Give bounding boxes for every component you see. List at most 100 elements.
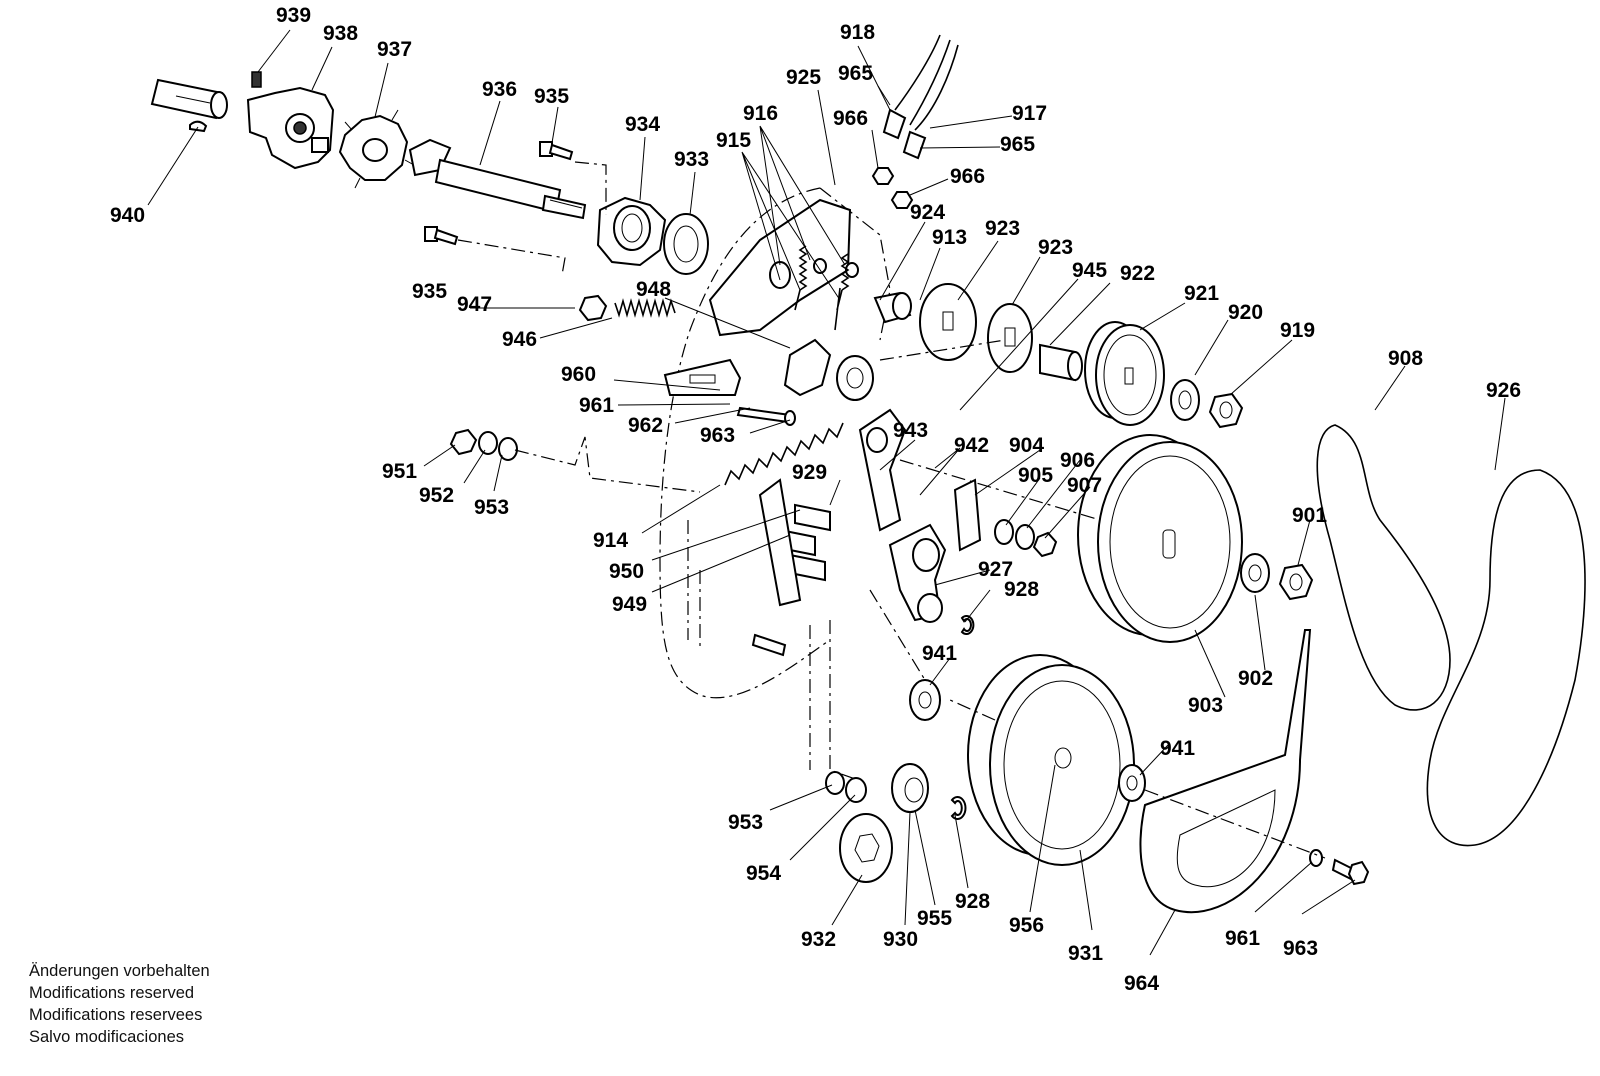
callout-923: 923 xyxy=(985,217,1020,240)
callout-952: 952 xyxy=(419,484,454,507)
washer-part xyxy=(1309,849,1323,867)
plate-washer-part xyxy=(919,283,1033,373)
callout-965: 965 xyxy=(838,62,873,85)
callout-961: 961 xyxy=(1225,927,1260,950)
notice-line-es: Salvo modificaciones xyxy=(29,1028,184,1046)
callout-935: 935 xyxy=(412,280,447,303)
callout-960: 960 xyxy=(561,363,596,386)
callout-946: 946 xyxy=(502,328,537,351)
washer-part xyxy=(1240,553,1270,593)
bearing-part xyxy=(663,213,709,275)
bolt-part xyxy=(751,633,787,657)
gear-part xyxy=(825,763,967,883)
bolt-part xyxy=(736,406,796,426)
bolt-part xyxy=(1331,858,1370,886)
shaft-sleeve-part xyxy=(150,78,228,133)
belt-part xyxy=(1426,469,1586,847)
callout-920: 920 xyxy=(1228,301,1263,324)
nut-part xyxy=(1278,563,1314,601)
callout-913: 913 xyxy=(932,226,967,249)
modifications-notice: Änderungen vorbehalten Modifications res… xyxy=(29,960,210,1048)
callout-956: 956 xyxy=(1009,914,1044,937)
nut-part xyxy=(578,294,608,322)
callout-935: 935 xyxy=(534,85,569,108)
callout-924: 924 xyxy=(910,201,945,224)
callout-955: 955 xyxy=(917,907,952,930)
callout-948: 948 xyxy=(636,278,671,301)
callout-951: 951 xyxy=(382,460,417,483)
callout-921: 921 xyxy=(1184,282,1219,305)
lever-part xyxy=(663,358,742,396)
callout-919: 919 xyxy=(1280,319,1315,342)
washer-part xyxy=(909,679,941,721)
bearing-flange-part xyxy=(596,196,667,267)
tension-arm-part xyxy=(888,523,975,635)
bracket-part xyxy=(708,198,859,337)
notice-line-en: Modifications reserved xyxy=(29,984,195,1002)
bolt-part xyxy=(424,141,574,246)
callout-938: 938 xyxy=(323,22,358,45)
callout-933: 933 xyxy=(674,148,709,171)
callout-907: 907 xyxy=(1067,474,1102,497)
callout-937: 937 xyxy=(377,38,412,61)
callout-903: 903 xyxy=(1188,694,1223,717)
callout-926: 926 xyxy=(1486,379,1521,402)
callout-943: 943 xyxy=(893,419,928,442)
callout-965: 965 xyxy=(1000,133,1035,156)
callout-964: 964 xyxy=(1124,972,1159,995)
callout-918: 918 xyxy=(840,21,875,44)
belt-part xyxy=(1316,424,1451,711)
callout-947: 947 xyxy=(457,293,492,316)
callout-932: 932 xyxy=(801,928,836,951)
notice-line-fr: Modifications reservees xyxy=(29,1006,203,1024)
assembly-lines xyxy=(457,161,1326,859)
tension-bracket-part xyxy=(858,408,982,552)
hub-part xyxy=(246,86,335,170)
callout-923: 923 xyxy=(1038,236,1073,259)
callout-945: 945 xyxy=(1072,259,1107,282)
callout-962: 962 xyxy=(628,414,663,437)
idler-part xyxy=(783,338,874,401)
callout-941: 941 xyxy=(922,642,957,665)
callout-966: 966 xyxy=(833,107,868,130)
washer-part xyxy=(1118,764,1146,802)
parts-drawing xyxy=(150,34,1586,913)
coupling-part xyxy=(338,109,415,189)
callout-901: 901 xyxy=(1292,504,1327,527)
spring-part xyxy=(724,422,844,486)
callout-966: 966 xyxy=(950,165,985,188)
callout-940: 940 xyxy=(110,204,145,227)
nut-part xyxy=(1208,392,1244,429)
callout-927: 927 xyxy=(978,558,1013,581)
spring-part xyxy=(794,245,850,331)
callout-labels: 939 938 937 936 935 934 933 918 925 965 … xyxy=(110,4,1521,995)
callout-963: 963 xyxy=(700,424,735,447)
leader-lines xyxy=(147,29,1506,956)
callout-914: 914 xyxy=(593,529,628,552)
control-cables xyxy=(882,34,959,160)
callout-906: 906 xyxy=(1060,449,1095,472)
spring-part xyxy=(614,298,676,318)
callout-953: 953 xyxy=(474,496,509,519)
washer-part xyxy=(1170,379,1200,421)
drive-pulley-part xyxy=(967,654,1135,866)
washer-part xyxy=(994,519,1058,558)
nut-part xyxy=(871,167,914,209)
belt-guard-part xyxy=(1139,629,1312,913)
callout-942: 942 xyxy=(954,434,989,457)
callout-934: 934 xyxy=(625,113,660,136)
callout-961: 961 xyxy=(579,394,614,417)
callout-930: 930 xyxy=(883,928,918,951)
callout-908: 908 xyxy=(1388,347,1423,370)
callout-949: 949 xyxy=(612,593,647,616)
roller-part xyxy=(758,478,831,607)
small-pulley-part xyxy=(1084,321,1165,426)
notice-line-de: Änderungen vorbehalten xyxy=(29,962,210,980)
callout-941: 941 xyxy=(1160,737,1195,760)
callout-917: 917 xyxy=(1012,102,1047,125)
callout-922: 922 xyxy=(1120,262,1155,285)
callout-925: 925 xyxy=(786,66,821,89)
shaft-part xyxy=(408,138,587,220)
callout-916: 916 xyxy=(743,102,778,125)
